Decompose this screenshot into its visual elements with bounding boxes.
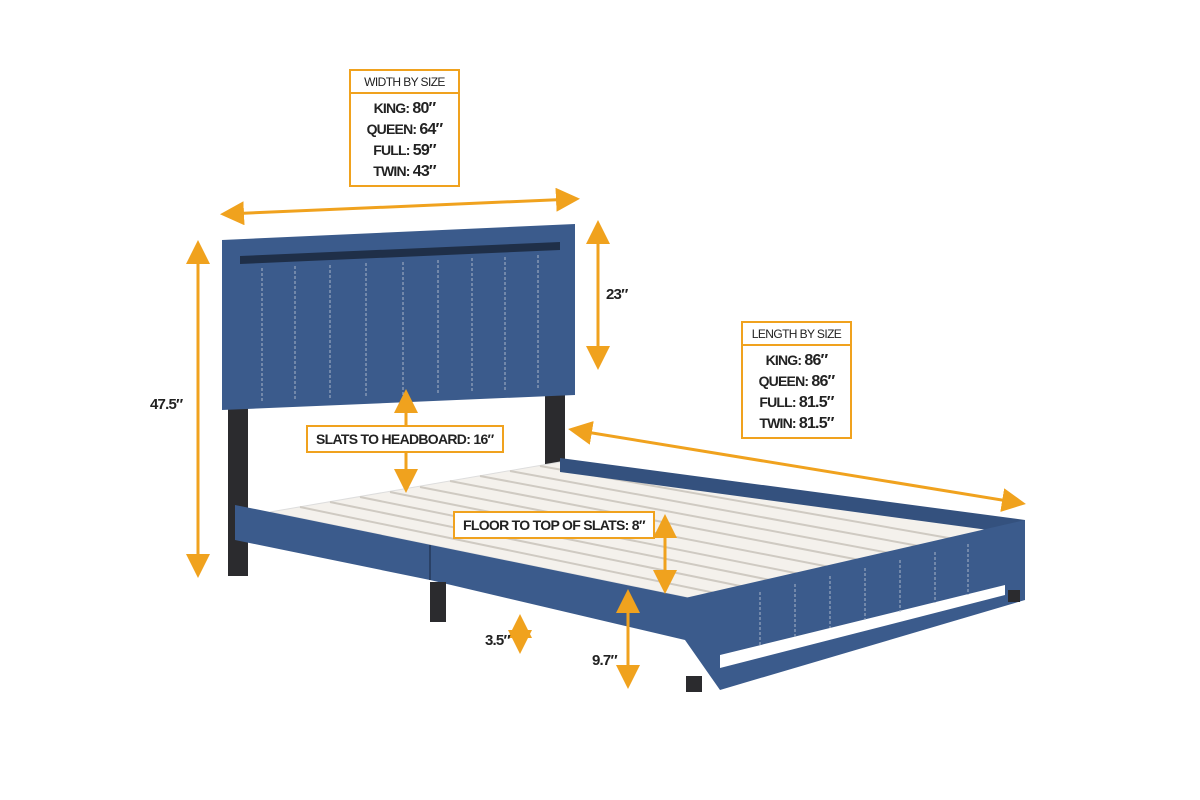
- slats-to-headboard-label: SLATS TO HEADBOARD: 16″: [306, 425, 504, 453]
- headboard-height-label: 23″: [606, 286, 628, 303]
- right-headboard-post: [545, 375, 565, 470]
- headboard-stitching: [261, 255, 539, 402]
- left-headboard-post: [228, 400, 248, 576]
- length-row: TWIN: 81.5″: [759, 415, 834, 432]
- width-arrow: [220, 187, 580, 226]
- floor-to-slats-label: FLOOR TO TOP OF SLATS: 8″: [453, 511, 655, 539]
- total-height-label: 47.5″: [150, 396, 183, 413]
- width-row: TWIN: 43″: [373, 163, 436, 180]
- length-row: FULL: 81.5″: [759, 394, 834, 411]
- length-by-size-box: LENGTH BY SIZE KING: 86″ QUEEN: 86″ FULL…: [741, 321, 852, 439]
- width-row: FULL: 59″: [373, 142, 436, 159]
- width-box-title: WIDTH BY SIZE: [351, 71, 458, 94]
- length-arrow: [568, 421, 1026, 512]
- length-box-title: LENGTH BY SIZE: [743, 323, 850, 346]
- footboard-stitching: [759, 544, 969, 645]
- leg-height-label: 3.5″: [485, 632, 511, 649]
- left-side-rail: [235, 505, 690, 640]
- frame-height-label: 9.7″: [592, 652, 618, 669]
- width-by-size-box: WIDTH BY SIZE KING: 80″ QUEEN: 64″ FULL:…: [349, 69, 460, 187]
- footboard-leg-right: [1008, 590, 1020, 602]
- front-leg: [430, 582, 446, 622]
- width-row: QUEEN: 64″: [366, 121, 444, 138]
- length-row: KING: 86″: [765, 352, 829, 369]
- footboard-leg-left: [686, 676, 702, 692]
- headboard: [222, 224, 575, 410]
- width-row: KING: 80″: [373, 100, 437, 117]
- length-row: QUEEN: 86″: [758, 373, 836, 390]
